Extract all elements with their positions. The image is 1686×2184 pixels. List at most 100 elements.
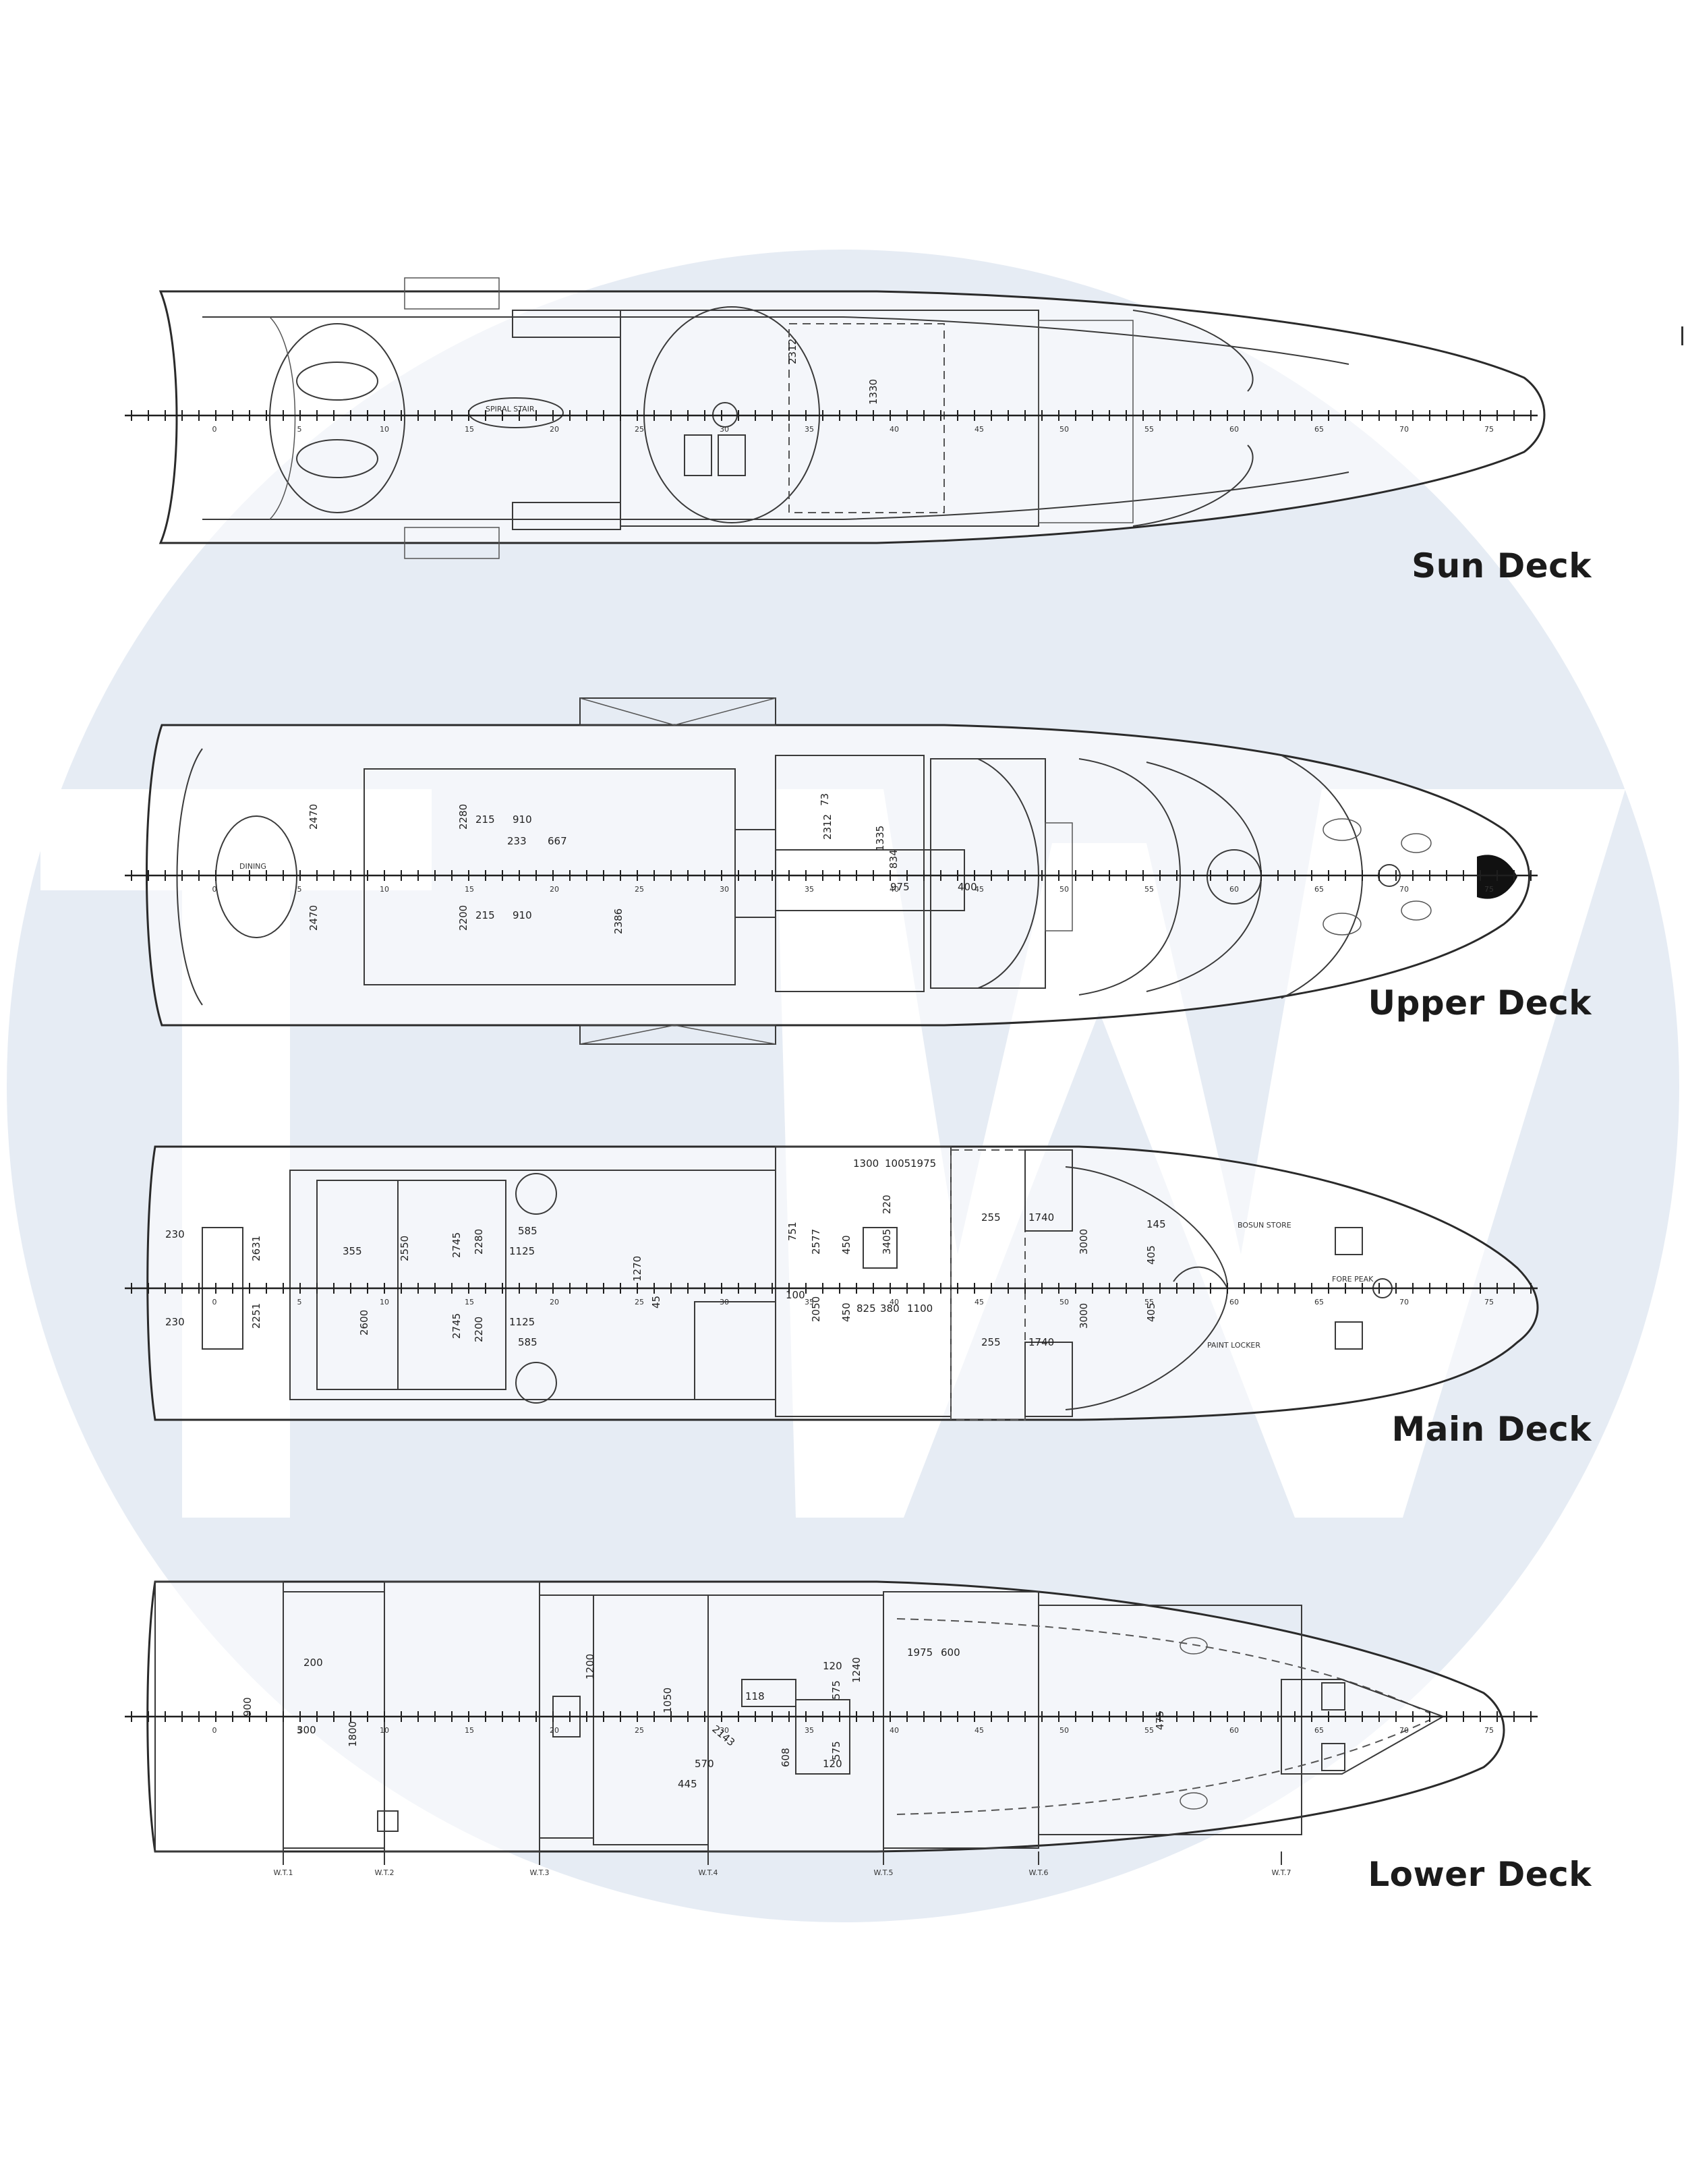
frame-number-label: 50: [1059, 885, 1069, 894]
frame-number-label: 45: [975, 425, 984, 434]
dimension-label: 450: [840, 1302, 852, 1322]
dimension-label: 975: [890, 881, 910, 893]
dimension-label: 145: [1146, 1218, 1166, 1230]
dimension-label: 1975: [907, 1646, 933, 1659]
frame-number-label: 60: [1229, 885, 1239, 894]
frame-number-label: 0: [212, 1298, 217, 1306]
frame-number-label: 60: [1229, 1298, 1239, 1306]
frame-number-label: 45: [975, 885, 984, 894]
dimension-label: 405: [1145, 1245, 1157, 1265]
room-label: FORE PEAK: [1332, 1275, 1374, 1284]
bulkhead-label: W.T.4: [698, 1868, 718, 1877]
frame-number-label: 0: [212, 885, 217, 894]
dimension-label: 45: [650, 1296, 662, 1309]
dimension-label: 220: [881, 1195, 893, 1214]
dimension-label: 2200: [473, 1317, 485, 1342]
main-deck-hull: [146, 1145, 1539, 1421]
frame-number-label: 45: [975, 1298, 984, 1306]
frame-number-label: 40: [890, 425, 899, 434]
dimension-label: 100: [786, 1289, 805, 1301]
frame-number-label: 25: [635, 1726, 644, 1735]
dimension-label: 355: [343, 1245, 362, 1257]
dimension-label: 2312: [821, 814, 834, 840]
deck-label-lower: Lower Deck: [1368, 1855, 1592, 1894]
frame-number-label: 75: [1484, 1298, 1494, 1306]
dimension-label: 120: [823, 1660, 842, 1672]
dimension-label: 1270: [631, 1256, 643, 1282]
frame-number-label: 30: [720, 1726, 729, 1735]
frame-number-label: 65: [1314, 885, 1324, 894]
dimension-label: 570: [695, 1758, 714, 1770]
frame-number-label: 35: [805, 425, 814, 434]
dimension-label: 475: [1154, 1711, 1166, 1730]
dimension-label: 1300: [853, 1157, 879, 1170]
frame-number-label: 60: [1229, 425, 1239, 434]
frame-number-label: 70: [1399, 1298, 1409, 1306]
frame-number-label: 25: [635, 1298, 644, 1306]
dimension-label: 2470: [308, 905, 320, 931]
dimension-label: 3405: [881, 1229, 893, 1255]
dimension-label: 1050: [662, 1688, 674, 1713]
dimension-label: 900: [241, 1697, 254, 1717]
dimension-label: 1800: [347, 1721, 359, 1747]
dimension-label: 3000: [1078, 1229, 1090, 1255]
dimension-label: 1125: [509, 1316, 535, 1328]
dimension-label: 3000: [1078, 1303, 1090, 1329]
frame-number-label: 55: [1144, 1298, 1154, 1306]
room-label: SPIRAL STAIR: [486, 405, 535, 413]
dimension-label: 1330: [867, 379, 879, 405]
dimension-label: 2631: [250, 1236, 262, 1261]
frame-number-label: 10: [380, 885, 389, 894]
dimension-label: 1200: [584, 1654, 596, 1679]
bulkhead-label: W.T.1: [273, 1868, 293, 1877]
dimension-label: 1975: [910, 1157, 936, 1170]
bulkhead-label: W.T.5: [873, 1868, 893, 1877]
dimension-label: 1740: [1028, 1336, 1054, 1348]
frame-number-label: 15: [465, 1298, 474, 1306]
frame-number-label: 10: [380, 1726, 389, 1735]
dimension-label: 608: [780, 1748, 792, 1767]
deck-label-upper: Upper Deck: [1368, 983, 1592, 1023]
frame-number-label: 5: [297, 1726, 302, 1735]
dimension-label: 1335: [874, 826, 886, 851]
frame-number-label: 35: [805, 1726, 814, 1735]
dimension-label: 400: [958, 881, 977, 893]
dimension-label: 2280: [473, 1229, 485, 1255]
dimension-label: 118: [745, 1690, 765, 1702]
dimension-label: 255: [981, 1336, 1001, 1348]
dimension-label: 575: [830, 1680, 842, 1700]
dimension-label: 834: [888, 849, 900, 869]
frame-number-label: 50: [1059, 1298, 1069, 1306]
frame-number-label: 10: [380, 425, 389, 434]
frame-number-label: 25: [635, 425, 644, 434]
dimension-label: 825: [856, 1302, 876, 1315]
dimension-label: 2470: [308, 804, 320, 830]
dimension-label: 405: [1145, 1302, 1157, 1322]
deck-label-main: Main Deck: [1391, 1410, 1592, 1449]
dimension-label: 2280: [457, 804, 469, 830]
dimension-label: 1240: [850, 1657, 863, 1683]
room-label: BOSUN STORE: [1238, 1221, 1291, 1230]
dimension-label: 1125: [509, 1245, 535, 1257]
dimension-label: 2050: [810, 1296, 822, 1322]
frame-number-label: 55: [1144, 885, 1154, 894]
frame-number-label: 75: [1484, 1726, 1494, 1735]
frame-number-label: 15: [465, 1726, 474, 1735]
bulkhead-label: W.T.7: [1271, 1868, 1291, 1877]
sun-deck-hull: [158, 290, 1546, 544]
frame-number-label: 65: [1314, 1726, 1324, 1735]
dimension-label: 2577: [810, 1229, 822, 1255]
frame-number-label: 15: [465, 425, 474, 434]
frame-number-label: 75: [1484, 425, 1494, 434]
dimension-label: 910: [513, 813, 532, 826]
frame-number-label: 20: [550, 1298, 559, 1306]
bulkhead-label: W.T.6: [1028, 1868, 1048, 1877]
frame-number-label: 40: [890, 1726, 899, 1735]
dimension-label: 230: [165, 1316, 185, 1328]
dimension-label: 73: [819, 793, 831, 806]
